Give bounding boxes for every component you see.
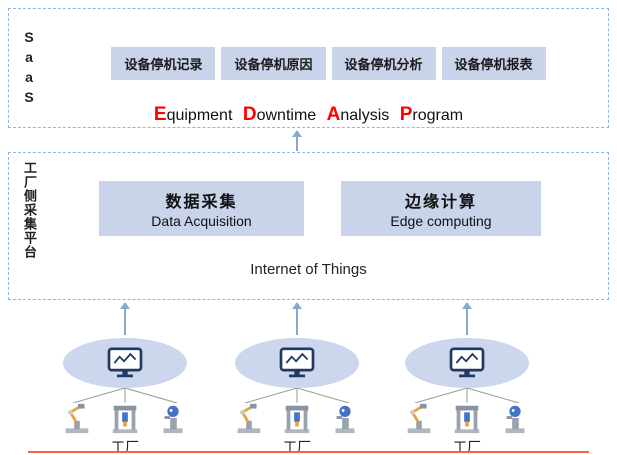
title-word-rest: owntime (256, 107, 317, 124)
data-acquisition-en: Data Acquisition (151, 213, 252, 229)
saas-module-row: 设备停机记录 设备停机原因 设备停机分析 设备停机报表 (59, 47, 598, 80)
machine-row (207, 401, 387, 435)
title-initial: A (326, 104, 341, 125)
arrow-head-icon (292, 130, 302, 137)
factory-group-1: 工厂 (35, 298, 215, 455)
title-word-rest: nalysis (340, 107, 390, 124)
factory-to-platform-arrow (119, 302, 131, 335)
arrow-head-icon (120, 302, 130, 309)
robot-icon (157, 401, 189, 435)
robot-arm-icon (61, 401, 93, 435)
gateway-ellipse (63, 338, 187, 388)
arrow-shaft (296, 308, 298, 335)
robot-arm-icon (403, 401, 435, 435)
chip-downtime-analysis: 设备停机分析 (331, 47, 436, 80)
connector-lines (244, 388, 350, 403)
robot-arm-icon (233, 401, 265, 435)
monitor-chart-icon (107, 347, 143, 379)
edge-computing-en: Edge computing (390, 213, 492, 229)
factory-group-3: 工厂 (377, 298, 557, 455)
robot-icon (499, 401, 531, 435)
factory-group-2: 工厂 (207, 298, 387, 455)
title-initial: P (399, 104, 413, 125)
title-word-rest: quipment (166, 107, 233, 124)
chip-downtime-record: 设备停机记录 (111, 47, 216, 80)
monitor-chart-icon (449, 347, 485, 379)
edge-computing-box: 边缘计算 Edge computing (341, 181, 541, 236)
data-acquisition-box: 数据采集 Data Acquisition (99, 181, 304, 236)
iot-label: Internet of Things (250, 261, 367, 278)
arrow-shaft (296, 136, 298, 151)
edge-computing-zh: 边缘计算 (404, 194, 477, 211)
connector-lines (72, 388, 178, 403)
machine-row (377, 401, 557, 435)
machine-row (35, 401, 215, 435)
title-word-equipment: Equipment (153, 104, 233, 125)
gateway-ellipse (405, 338, 529, 388)
title-word-downtime: Downtime (242, 104, 317, 125)
cnc-machine-icon (281, 401, 313, 435)
data-acquisition-zh: 数据采集 (165, 194, 238, 211)
arrow-shaft (124, 308, 126, 335)
factory-to-platform-arrow (291, 302, 303, 335)
cnc-machine-icon (451, 401, 483, 435)
title-word-program: Program (399, 104, 464, 125)
connector-lines (414, 388, 520, 403)
arrow-shaft (466, 308, 468, 335)
monitor-chart-icon (279, 347, 315, 379)
chip-downtime-cause: 设备停机原因 (221, 47, 326, 80)
robot-icon (329, 401, 361, 435)
title-word-analysis: Analysis (326, 104, 390, 125)
title-word-rest: rogram (412, 107, 464, 124)
bottom-divider (28, 451, 589, 453)
arrow-head-icon (292, 302, 302, 309)
program-title: Equipment Downtime Analysis Program (9, 104, 608, 126)
arrow-head-icon (462, 302, 472, 309)
platform-to-saas-arrow (291, 130, 303, 151)
saas-layer-label: SaaS (21, 29, 37, 109)
cnc-machine-icon (109, 401, 141, 435)
factory-to-platform-arrow (461, 302, 473, 335)
saas-layer: SaaS 设备停机记录 设备停机原因 设备停机分析 设备停机报表 Equipme… (8, 8, 609, 128)
platform-layer: 工厂侧采集平台 数据采集 Data Acquisition 边缘计算 Edge … (8, 152, 609, 300)
title-initial: E (153, 104, 167, 125)
platform-layer-label: 工厂侧采集平台 (22, 161, 37, 259)
chip-downtime-report: 设备停机报表 (441, 47, 546, 80)
gateway-ellipse (235, 338, 359, 388)
title-initial: D (242, 104, 257, 125)
